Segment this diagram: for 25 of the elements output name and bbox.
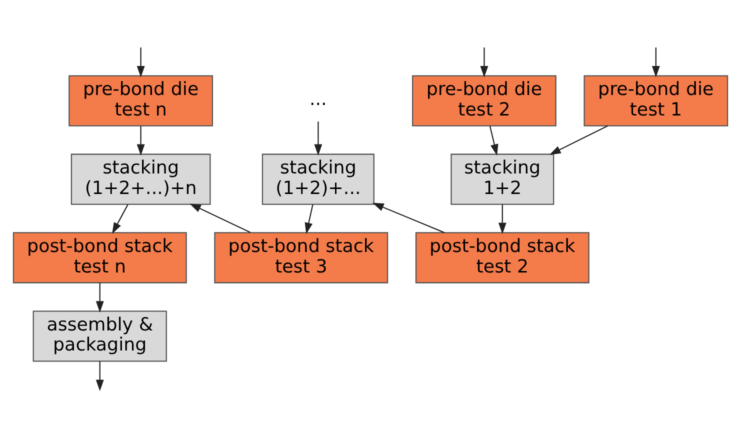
- arrow: [136, 47, 145, 77]
- arrow: [190, 203, 251, 233]
- arrow: [304, 204, 314, 234]
- node-box: assembly & packaging: [32, 310, 167, 362]
- node-box: stacking (1+2+...)+n: [70, 153, 211, 204]
- node-box: stacking 1+2: [450, 153, 554, 204]
- arrow: [480, 47, 488, 77]
- arrow: [498, 204, 506, 234]
- arrow: [549, 124, 608, 154]
- node-text: ...: [310, 88, 327, 110]
- node-box: post-bond stack test n: [12, 232, 187, 283]
- node-box: pre-bond die test n: [68, 74, 214, 126]
- arrow: [112, 204, 128, 234]
- arrow: [314, 121, 322, 156]
- node-box: stacking (1+2)+...: [262, 153, 374, 204]
- arrow: [96, 282, 104, 312]
- node-box: pre-bond die test 2: [412, 74, 556, 126]
- node-box: pre-bond die test 1: [584, 74, 728, 126]
- arrow: [489, 125, 498, 156]
- arrow: [96, 360, 104, 391]
- node-box: post-bond stack test 2: [415, 232, 590, 283]
- arrow: [372, 202, 445, 233]
- arrow: [136, 126, 145, 156]
- arrow: [652, 47, 660, 77]
- node-box: post-bond stack test 3: [214, 232, 388, 283]
